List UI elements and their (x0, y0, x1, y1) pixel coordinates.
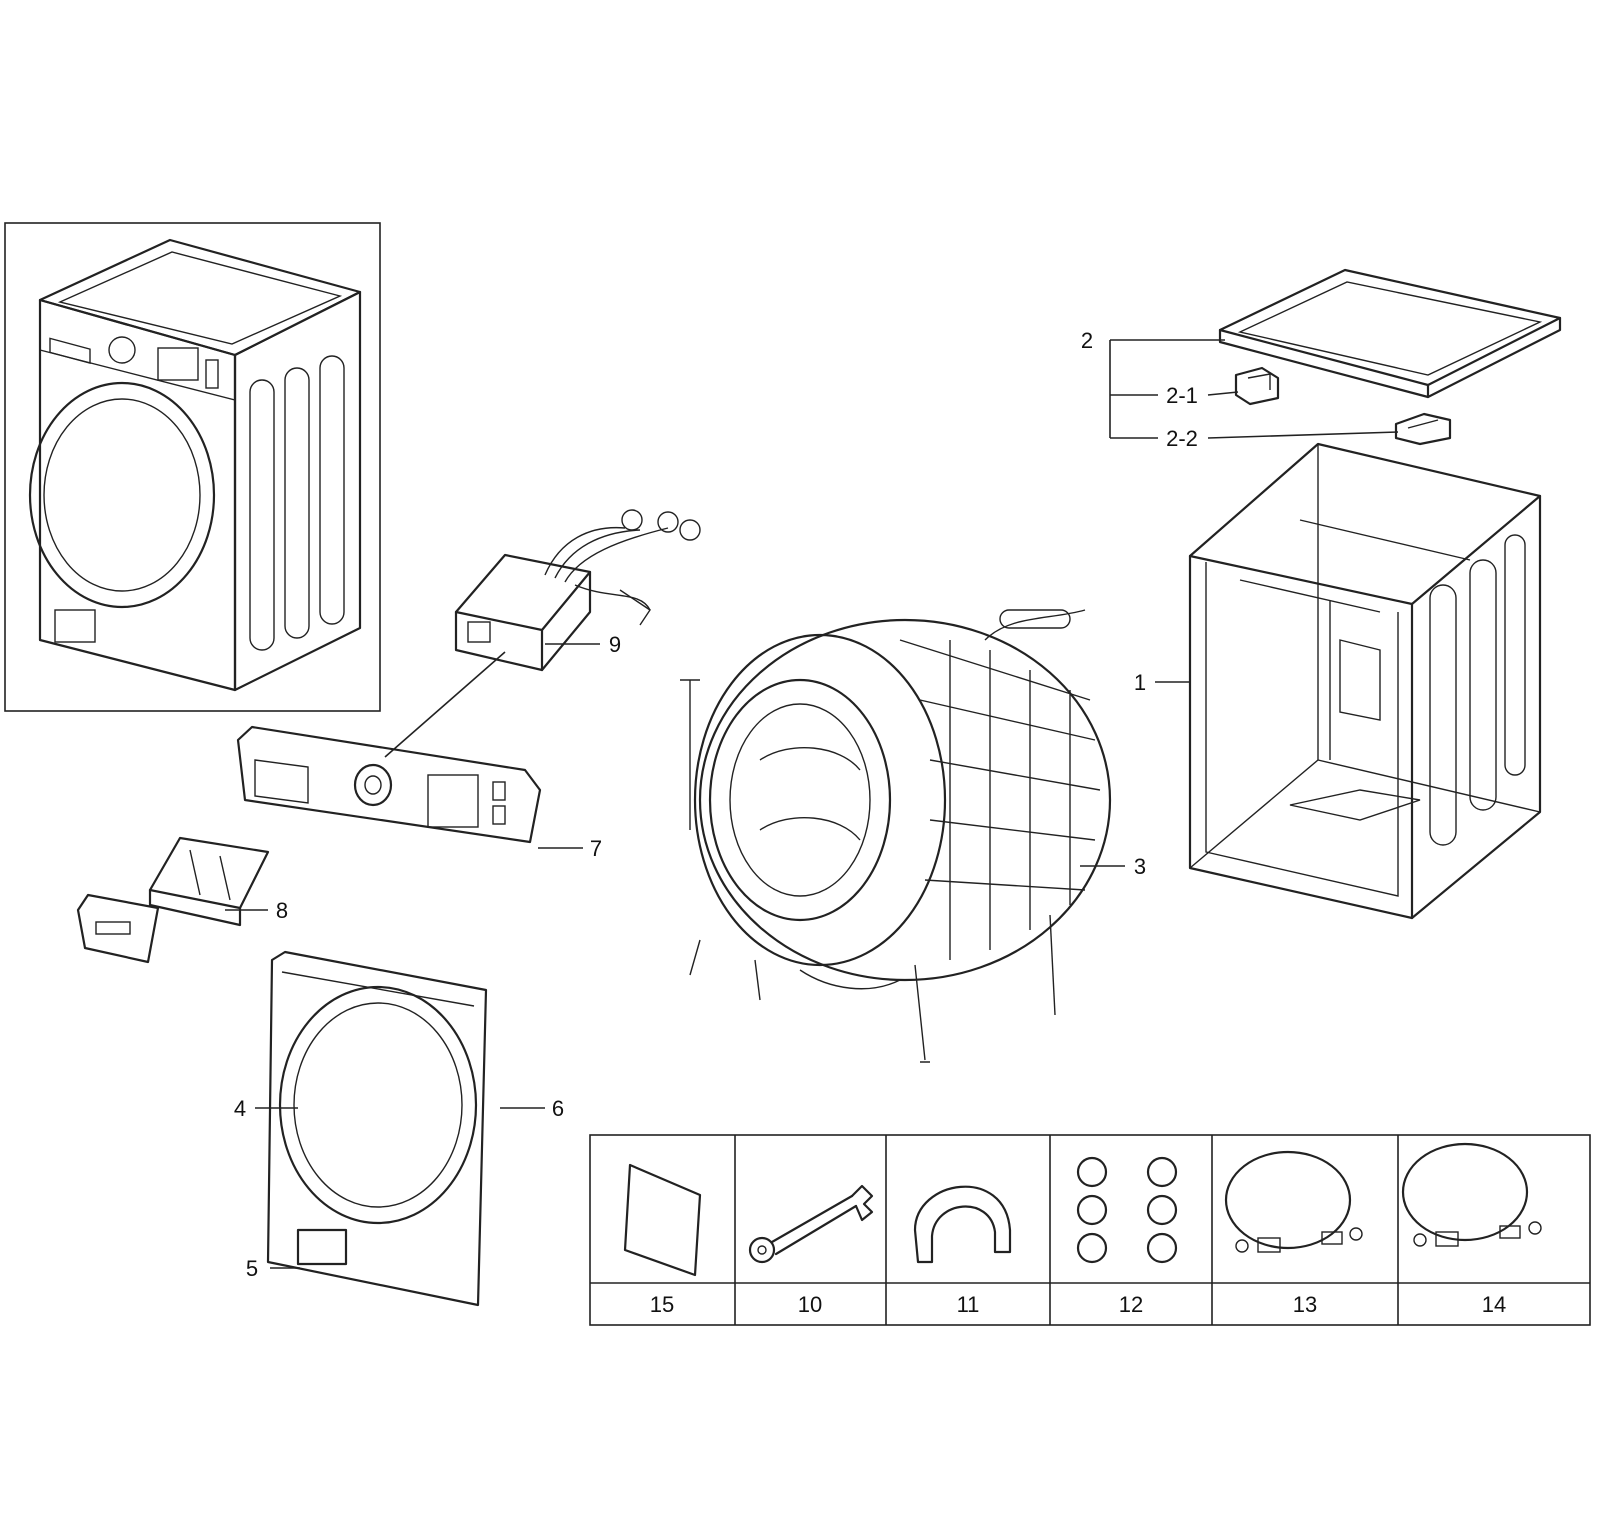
accessory-inlet-hose-cold (1224, 1150, 1363, 1253)
part-detergent-drawer (148, 836, 270, 927)
accessory-label-14: 14 (1482, 1292, 1506, 1317)
accessories-frame (589, 1134, 1591, 1326)
callout-2: 2 (1081, 328, 1093, 353)
accessory-hose-guide (913, 1185, 1012, 1264)
callout-2-1: 2-1 (1166, 383, 1198, 408)
part-clip-2-2 (1394, 412, 1452, 446)
accessories-table: 15 10 11 12 13 14 (589, 1134, 1591, 1326)
accessory-label-15: 15 (650, 1292, 674, 1317)
accessory-inlet-hose-hot (1401, 1142, 1542, 1247)
part-drawer-handle (76, 893, 160, 964)
accessory-label-13: 13 (1293, 1292, 1317, 1317)
part-control-panel (236, 725, 542, 844)
callouts: 1 2 2-1 2-2 3 4 5 6 7 8 9 (234, 328, 1198, 1281)
part-top-cover (1218, 268, 1562, 399)
callout-3: 3 (1134, 854, 1146, 879)
leader-lines (225, 339, 1399, 1269)
part-cabinet (1188, 442, 1542, 920)
part-filter-cover (296, 1228, 348, 1266)
callout-2-2: 2-2 (1166, 426, 1198, 451)
callout-7: 7 (590, 836, 602, 861)
part-door-ring (278, 985, 478, 1225)
part-front-panel (266, 950, 488, 1307)
accessory-caps (1076, 1156, 1178, 1264)
accessory-sheet (623, 1163, 702, 1277)
callout-1: 1 (1134, 670, 1146, 695)
accessory-label-11: 11 (957, 1292, 980, 1317)
part-water-valve-assembly (454, 509, 701, 672)
callout-4: 4 (234, 1096, 246, 1121)
reference-washer (4, 222, 381, 712)
part-tub-assembly (680, 609, 1112, 1063)
accessory-wrench (748, 1184, 874, 1264)
callout-6: 6 (552, 1096, 564, 1121)
part-clip-2-1 (1234, 366, 1280, 406)
accessory-label-12: 12 (1119, 1292, 1143, 1317)
callout-5: 5 (246, 1256, 258, 1281)
callout-9: 9 (609, 632, 621, 657)
callout-8: 8 (276, 898, 288, 923)
accessory-label-10: 10 (798, 1292, 822, 1317)
reference-frame (4, 222, 381, 712)
